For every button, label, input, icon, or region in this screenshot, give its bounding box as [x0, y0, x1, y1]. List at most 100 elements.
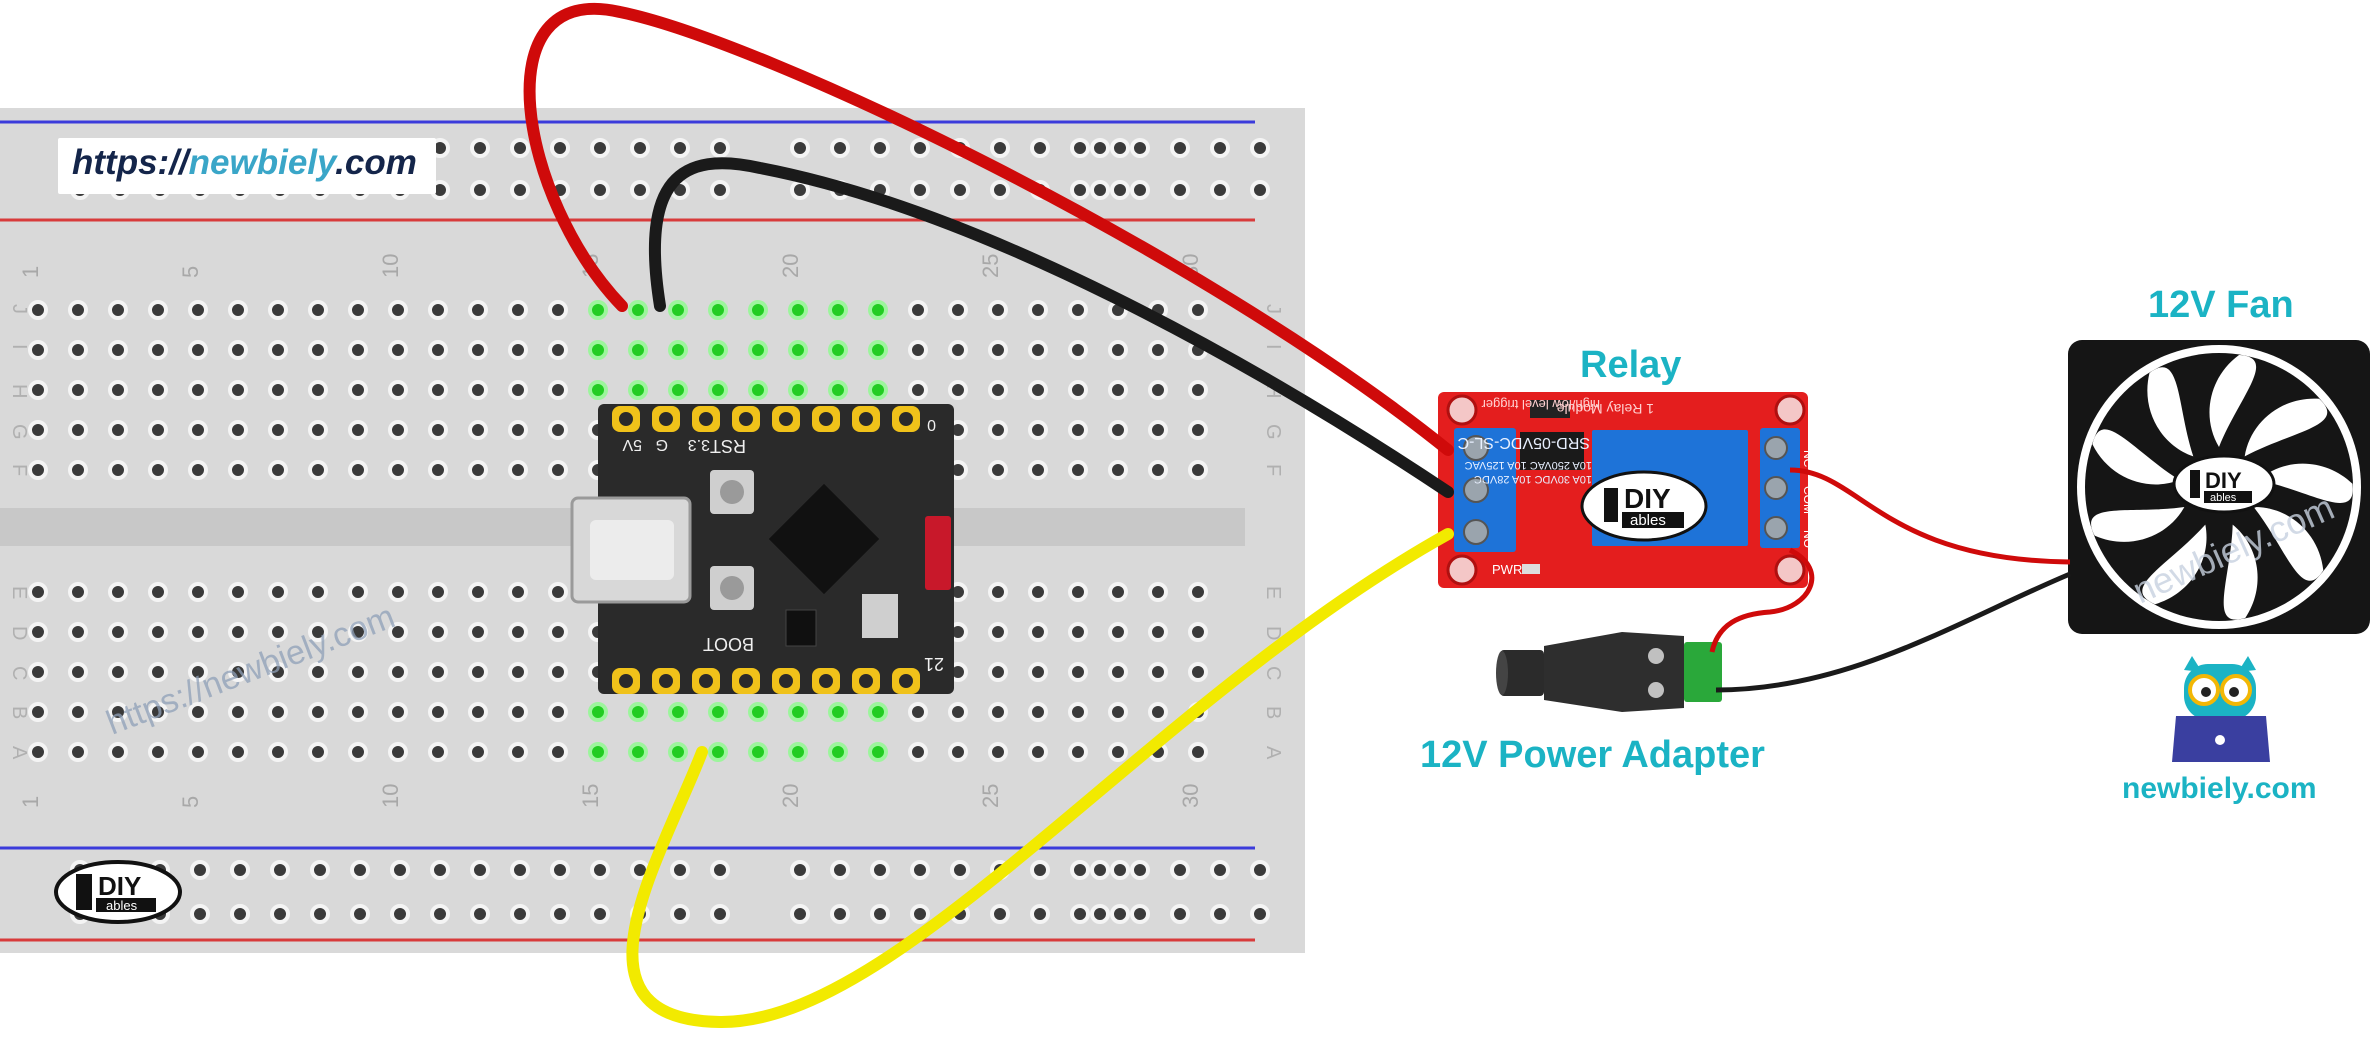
breadboard-hole — [308, 582, 328, 602]
rail-hole — [1170, 138, 1190, 158]
header-pin-hole — [619, 674, 633, 688]
breadboard-hole — [428, 742, 448, 762]
rail-hole — [830, 860, 850, 880]
fan-logo-bottom: ables — [2210, 492, 2237, 504]
rail-hole — [590, 860, 610, 880]
breadboard-hole — [1028, 460, 1048, 480]
breadboard-hole — [348, 340, 368, 360]
breadboard-hole — [108, 622, 128, 642]
breadboard-hole — [428, 662, 448, 682]
breadboard-hole — [308, 460, 328, 480]
breadboard-hole — [308, 662, 328, 682]
breadboard-hole — [108, 702, 128, 722]
rail-hole — [350, 904, 370, 924]
breadboard-hole — [308, 702, 328, 722]
rail-hole — [390, 860, 410, 880]
terminal-label-no: NO — [1801, 530, 1815, 548]
rail-hole — [190, 904, 210, 924]
row-letter: E — [1262, 586, 1284, 599]
breadboard-hole — [388, 622, 408, 642]
rail-hole — [550, 138, 570, 158]
rail-hole — [550, 860, 570, 880]
breadboard-hole — [1108, 460, 1128, 480]
rail-hole — [1130, 180, 1150, 200]
column-number: 5 — [178, 266, 203, 278]
header-pin-hole — [779, 412, 793, 426]
rail-hole — [470, 860, 490, 880]
row-letter: A — [1262, 746, 1284, 760]
corner-logo-mark — [76, 874, 92, 910]
breadboard-hole — [268, 702, 288, 722]
breadboard-hole — [468, 420, 488, 440]
rail-hole — [230, 860, 250, 880]
breadboard-hole — [1068, 420, 1088, 440]
breadboard-hole — [148, 300, 168, 320]
breadboard-hole — [748, 702, 768, 722]
breadboard-hole — [108, 742, 128, 762]
breadboard-hole — [828, 340, 848, 360]
breadboard-hole — [268, 420, 288, 440]
rail-hole — [910, 180, 930, 200]
breadboard-hole — [1188, 460, 1208, 480]
row-letter: J — [8, 304, 30, 314]
breadboard-hole — [1148, 340, 1168, 360]
input-screw-1 — [1463, 435, 1489, 461]
boot-button-cap — [720, 576, 744, 600]
breadboard-hole — [828, 742, 848, 762]
breadboard-hole — [188, 702, 208, 722]
breadboard-hole — [588, 300, 608, 320]
header-pin-hole — [899, 674, 913, 688]
usb-c-opening — [590, 520, 674, 580]
breadboard-hole — [1148, 622, 1168, 642]
breadboard-hole — [268, 742, 288, 762]
output-screw-com — [1764, 476, 1788, 500]
column-number: 25 — [978, 784, 1003, 808]
breadboard-hole — [428, 582, 448, 602]
breadboard-hole — [908, 742, 928, 762]
rail-hole — [310, 860, 330, 880]
breadboard-hole — [548, 662, 568, 682]
row-letter: A — [8, 746, 30, 760]
breadboard-hole — [228, 702, 248, 722]
rail-hole — [510, 860, 530, 880]
fan: DIY ables newbiely.com — [2068, 340, 2370, 634]
url-badge — [58, 138, 436, 194]
diy-logo-top: DIY — [1624, 483, 1671, 514]
breadboard-hole — [228, 420, 248, 440]
breadboard-hole — [748, 380, 768, 400]
relay-spec-line-3: 10A 30VDC 10A 28VDC — [1474, 473, 1592, 485]
breadboard-hole — [708, 742, 728, 762]
breadboard-hole — [1068, 300, 1088, 320]
mcu-chip — [768, 483, 880, 595]
breadboard-hole — [468, 742, 488, 762]
breadboard-hole — [828, 380, 848, 400]
breadboard-hole — [268, 340, 288, 360]
breadboard-hole — [1108, 622, 1128, 642]
breadboard-hole — [468, 702, 488, 722]
rail-hole — [590, 180, 610, 200]
breadboard-hole — [228, 582, 248, 602]
reset-button-cap — [720, 480, 744, 504]
fan-blade — [2253, 506, 2324, 581]
rail-hole — [350, 860, 370, 880]
breadboard-hole — [628, 742, 648, 762]
rail-hole — [1210, 138, 1230, 158]
breadboard-hole — [1028, 380, 1048, 400]
output-screw-nc — [1764, 436, 1788, 460]
rail-hole — [510, 180, 530, 200]
breadboard-hole — [1068, 742, 1088, 762]
breadboard-hole — [908, 300, 928, 320]
column-number: 5 — [178, 796, 203, 808]
column-number: 25 — [978, 254, 1003, 278]
header-pin-hole — [779, 674, 793, 688]
breadboard-hole — [28, 420, 48, 440]
rail-hole — [190, 860, 210, 880]
breadboard-hole — [868, 380, 888, 400]
fan-blade — [2147, 367, 2194, 457]
breadboard-hole — [508, 622, 528, 642]
rail-hole — [1110, 180, 1130, 200]
corner-diy-logo: DIY ables — [54, 860, 182, 924]
breadboard-hole — [268, 622, 288, 642]
row-letter: E — [8, 586, 30, 599]
